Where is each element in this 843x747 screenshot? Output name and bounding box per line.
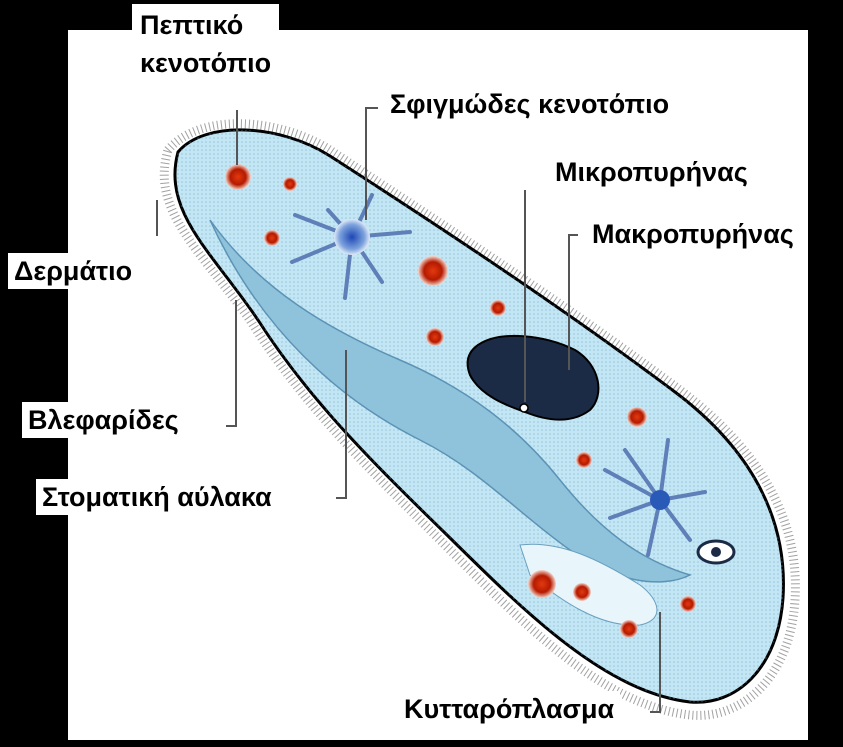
contractile-vacuole-bottom bbox=[603, 438, 707, 557]
oral-groove bbox=[209, 219, 693, 583]
leader-lines bbox=[156, 107, 661, 713]
label-macronucleus: Μακροπυρήνας bbox=[586, 216, 800, 252]
oral-groove-light bbox=[519, 543, 658, 626]
label-food-vacuole: Πεπτικό κενοτόπιο bbox=[132, 4, 280, 84]
label-cilia: Βλεφαρίδες bbox=[22, 402, 185, 438]
micronucleus-shape bbox=[519, 403, 529, 413]
food-vacuoles bbox=[225, 164, 696, 638]
label-contractile-vacuole: Σφιγμώδες κενοτόπιο bbox=[384, 86, 676, 122]
label-oral-groove: Στοματική αύλακα bbox=[36, 479, 278, 515]
label-micronucleus: Μικροπυρήνας bbox=[549, 154, 754, 190]
oral-vacuole bbox=[696, 539, 736, 565]
cilia-fringe bbox=[159, 119, 800, 720]
contractile-vacuole-top bbox=[290, 193, 412, 300]
label-pellicle: Δερμάτιο bbox=[8, 253, 139, 289]
label-cytoplasm: Κυτταρόπλασμα bbox=[398, 691, 621, 727]
macronucleus-shape bbox=[466, 335, 600, 421]
